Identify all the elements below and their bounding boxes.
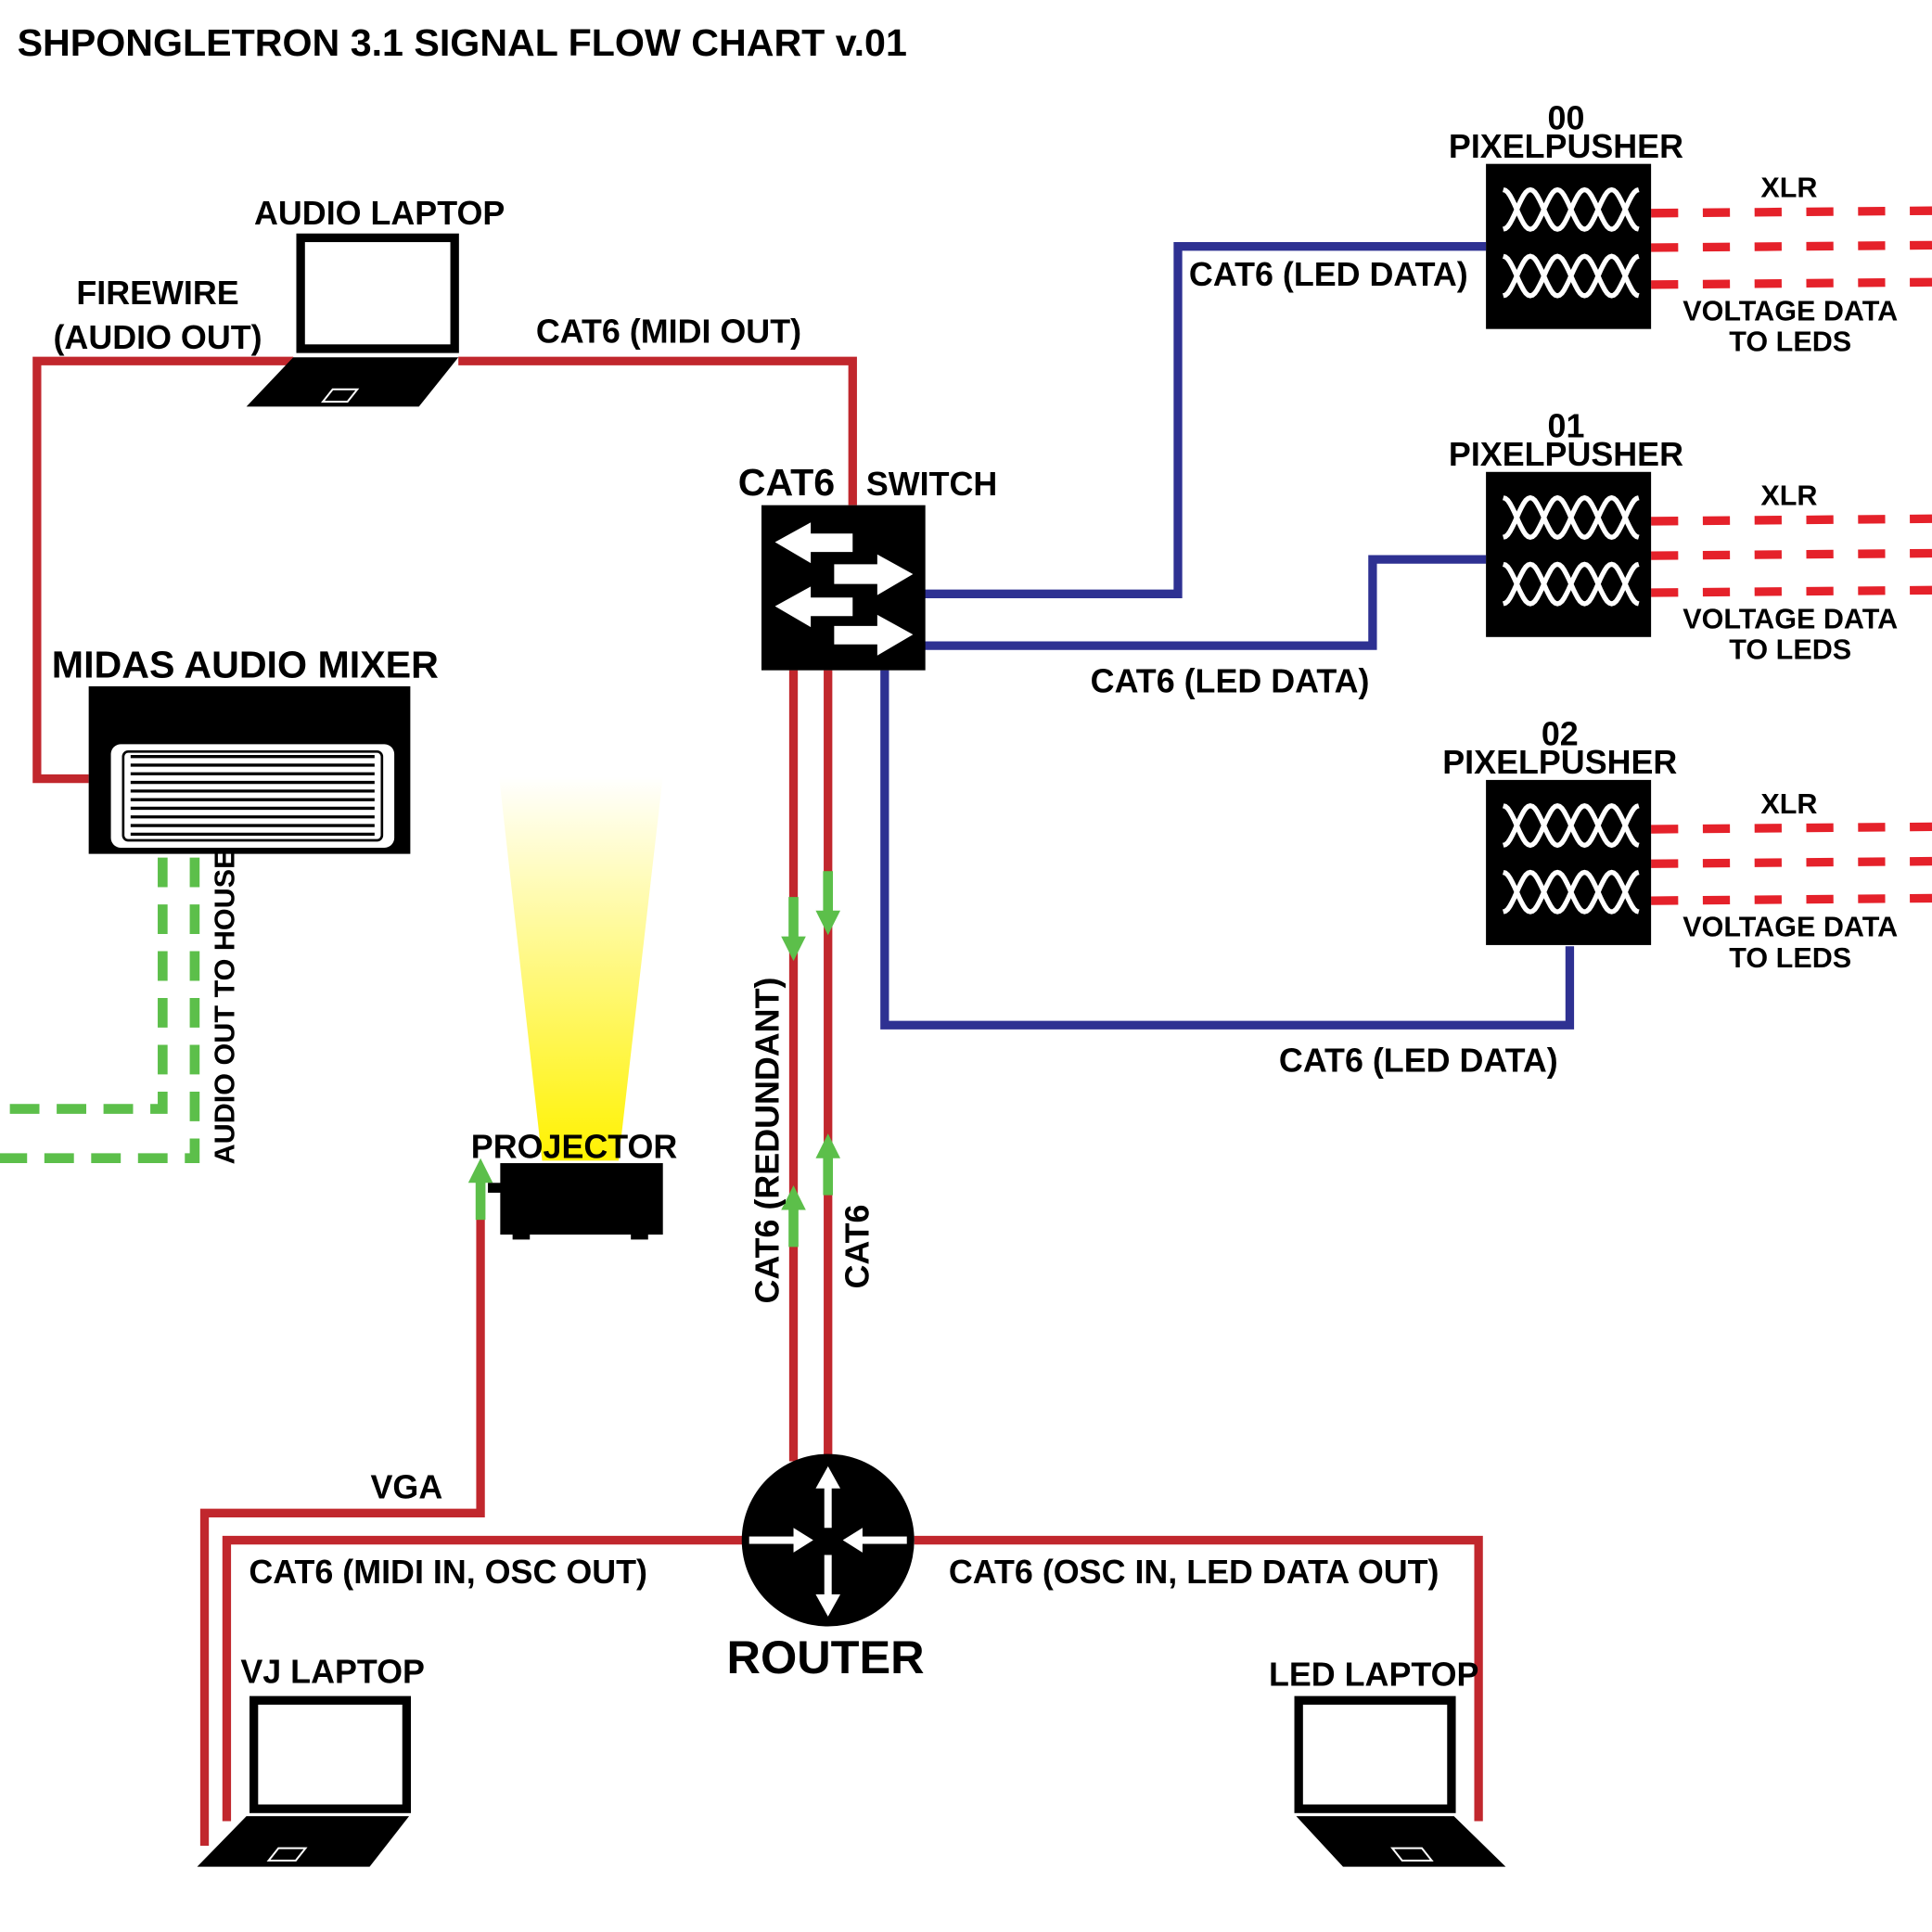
vj-laptop [197, 1695, 412, 1867]
page-title: SHPONGLETRON 3.1 SIGNAL FLOW CHART v.01 [18, 21, 907, 64]
led-data-cable-01 [924, 555, 1487, 650]
switch-label: SWITCH [866, 466, 997, 503]
audio-laptop [246, 233, 459, 407]
pixelpusher-label: PIXELPUSHER [1449, 128, 1683, 165]
cat6-label: CAT6 [839, 1205, 876, 1289]
arrow-up-icon [815, 1133, 840, 1196]
audio-out-cable-1 [0, 857, 168, 1114]
firewire-cable [32, 356, 294, 784]
xlr-cable [1651, 548, 1932, 560]
projector-label: PROJECTOR [471, 1129, 678, 1166]
pixelpusher-id: 02 [1542, 716, 1579, 753]
xlr-cable [1651, 893, 1932, 905]
arrow-up-icon [467, 1158, 493, 1221]
led-data-cable-00 [924, 242, 1487, 598]
arrow-up-icon [781, 1184, 806, 1247]
led-laptop [1294, 1695, 1506, 1867]
led-data-label-00: CAT6 (LED DATA) [1189, 256, 1468, 293]
voltage-label-2: TO LEDS [1729, 634, 1851, 666]
switch-label-cat6: CAT6 [738, 461, 835, 504]
audio-out-cable-2 [0, 857, 200, 1164]
firewire-label-2: (AUDIO OUT) [53, 319, 262, 356]
pixelpusher-label: PIXELPUSHER [1449, 436, 1683, 473]
xlr-cable [1651, 822, 1932, 834]
pixelpusher-02 [1486, 779, 1652, 945]
pixelpusher-id: 01 [1548, 408, 1585, 445]
xlr-label: XLR [1760, 173, 1817, 204]
vga-cable [199, 1183, 485, 1847]
voltage-label: VOLTAGE DATA [1683, 295, 1898, 326]
xlr-cable [1651, 856, 1932, 868]
arrow-down-icon [815, 871, 840, 936]
xlr-cable [1651, 206, 1932, 218]
pixelpusher-label: PIXELPUSHER [1442, 744, 1677, 781]
vga-label: VGA [371, 1468, 443, 1505]
router-label: ROUTER [727, 1631, 925, 1683]
led-data-label-01: CAT6 (LED DATA) [1091, 663, 1370, 700]
xlr-cable [1651, 514, 1932, 526]
xlr-label: XLR [1760, 480, 1817, 512]
midi-in-label: CAT6 (MIDI IN, OSC OUT) [249, 1554, 647, 1591]
router [741, 1453, 915, 1627]
voltage-label: VOLTAGE DATA [1683, 604, 1898, 635]
switch [761, 505, 926, 671]
projector [488, 775, 663, 1240]
switch-arrows-icon [774, 522, 914, 656]
xlr-cable [1651, 240, 1932, 252]
audio-house-label: AUDIO OUT TO HOUSE [209, 851, 240, 1165]
xlr-cable [1651, 585, 1932, 597]
midi-out-label: CAT6 (MIDI OUT) [536, 313, 801, 350]
firewire-label: FIREWIRE [76, 275, 238, 312]
osc-in-cable [914, 1535, 1483, 1822]
led-laptop-label: LED LAPTOP [1269, 1656, 1478, 1693]
xlr-label: XLR [1760, 788, 1817, 820]
voltage-label-2: TO LEDS [1729, 942, 1851, 974]
redundant-label: CAT6 (REDUNDANT) [749, 978, 787, 1304]
led-data-label-02: CAT6 (LED DATA) [1279, 1043, 1558, 1080]
pixelpusher-01 [1486, 471, 1652, 637]
router-arrows-icon [748, 1465, 907, 1617]
audio-laptop-label: AUDIO LAPTOP [254, 195, 505, 232]
vj-laptop-label: VJ LAPTOP [240, 1654, 425, 1691]
led-data-cable-02 [880, 670, 1575, 1030]
midi-out-cable [458, 356, 857, 505]
midi-in-cable [222, 1535, 745, 1822]
voltage-label-2: TO LEDS [1729, 326, 1851, 358]
pixelpusher-00 [1486, 163, 1652, 329]
signal-arrows [467, 871, 840, 1247]
osc-in-label: CAT6 (OSC IN, LED DATA OUT) [949, 1554, 1439, 1591]
pixelpusher-id: 00 [1548, 99, 1585, 136]
xlr-cable [1651, 277, 1932, 289]
arrow-down-icon [781, 897, 806, 962]
mixer-label: MIDAS AUDIO MIXER [52, 644, 439, 686]
voltage-label: VOLTAGE DATA [1683, 912, 1898, 943]
mixer [88, 685, 411, 854]
